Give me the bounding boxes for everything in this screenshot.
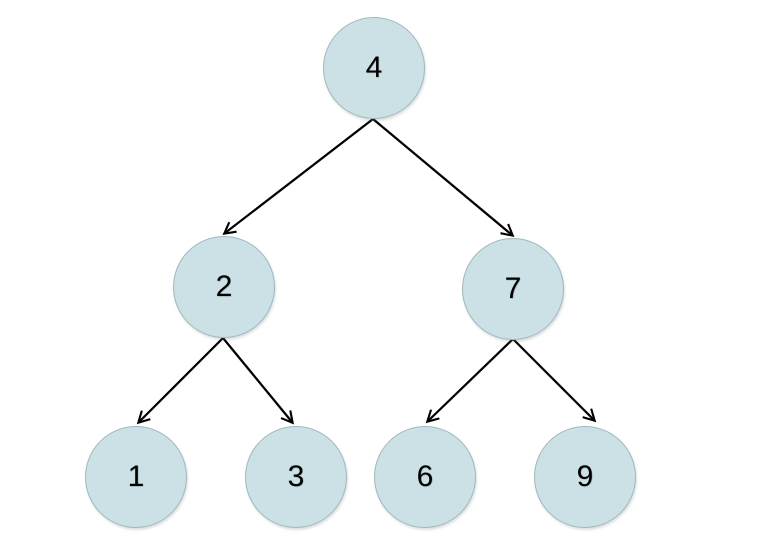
tree-node-left: 2 (173, 236, 275, 338)
edge-2-3 (222, 337, 295, 425)
edge-7-6 (425, 338, 514, 424)
tree-node-label: 2 (215, 270, 233, 303)
tree-node-label: 3 (287, 460, 305, 493)
tree-node-root: 4 (323, 17, 425, 119)
tree-node-right-left: 6 (374, 426, 476, 528)
tree-node-right: 7 (462, 238, 564, 340)
tree-node-label: 6 (416, 460, 434, 493)
tree-node-label: 9 (576, 460, 594, 493)
tree-node-right-right: 9 (534, 426, 636, 528)
tree-node-label: 4 (365, 51, 383, 84)
tree-node-left-left: 1 (85, 426, 187, 528)
edge-4-7 (372, 118, 515, 238)
tree-node-left-right: 3 (245, 426, 347, 528)
edge-4-2 (222, 118, 374, 235)
tree-node-label: 7 (504, 272, 522, 305)
edge-7-9 (512, 338, 597, 423)
edge-2-1 (136, 337, 224, 425)
tree-node-label: 1 (127, 460, 145, 493)
